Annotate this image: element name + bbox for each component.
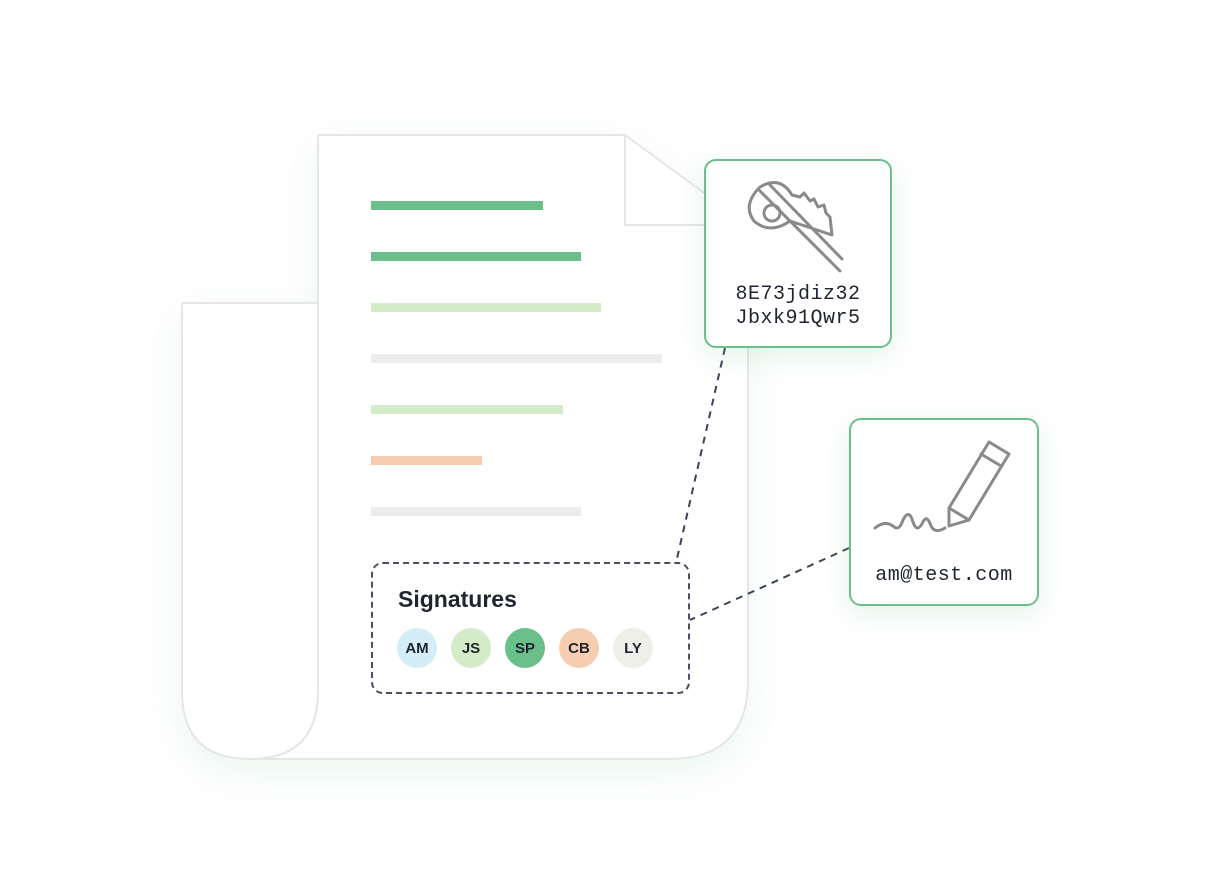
avatar[interactable]: JS [451, 628, 491, 668]
document-scroll [181, 134, 749, 760]
document-line [371, 507, 581, 516]
connector-signature-to-signatures [689, 547, 850, 621]
avatar[interactable]: LY [613, 628, 653, 668]
document-line [371, 201, 543, 210]
document-front-page [249, 134, 749, 760]
signature-avatars: AM JS SP CB LY [397, 628, 653, 668]
signatures-box: Signatures AM JS SP CB LY [371, 562, 690, 694]
key-icon [747, 181, 844, 273]
document-line [371, 354, 662, 363]
avatar[interactable]: AM [397, 628, 437, 668]
pen-signature-icon [873, 440, 1011, 533]
document-line [371, 456, 482, 465]
connector-key-to-signatures [675, 347, 726, 564]
document-line [371, 405, 563, 414]
signer-email: am@test.com [875, 564, 1013, 587]
private-key-card: 8E73jdiz32 Jbxk91Qwr5 [704, 159, 892, 348]
signatures-title: Signatures [398, 586, 517, 612]
document-line [371, 252, 581, 261]
key-code-line-2: Jbxk91Qwr5 [735, 307, 861, 330]
key-code-line-1: 8E73jdiz32 [735, 283, 861, 306]
avatar[interactable]: CB [559, 628, 599, 668]
document-line [371, 303, 601, 312]
signature-card: am@test.com [849, 418, 1039, 606]
avatar[interactable]: SP [505, 628, 545, 668]
document-back-page [181, 302, 319, 760]
document-text-lines [371, 201, 662, 516]
